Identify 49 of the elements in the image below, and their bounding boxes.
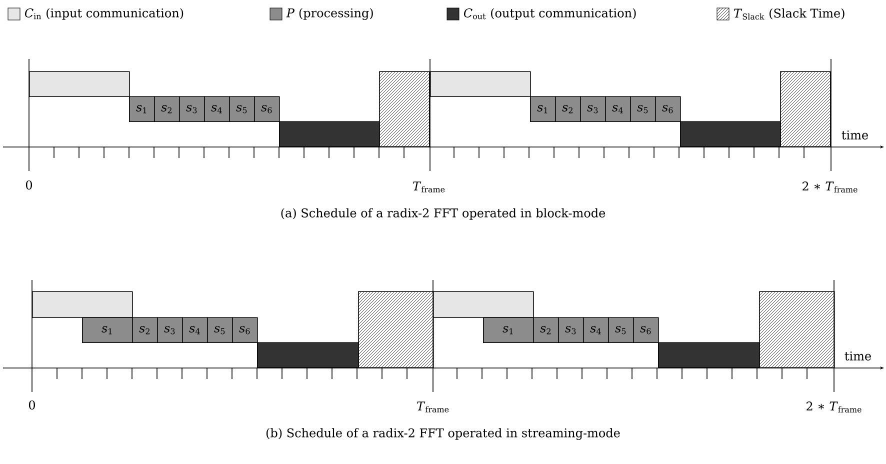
processing-stage-box: s$_{3}$ (580, 96, 606, 122)
processing-stage-box: s$_{4}$ (605, 96, 631, 122)
processing-stage-box: s$_{6}$ (655, 96, 681, 122)
processing-stage-box: s$_{1}$ (82, 317, 133, 343)
processing-stage-box: s$_{3}$ (157, 317, 183, 343)
caption: (b) Schedule of a radix-2 FFT operated in streaming-mode (266, 428, 620, 440)
processing-stage-box: s$_{6}$ (232, 317, 258, 343)
time-label: time (842, 130, 868, 140)
tick-label: 2 ∗ T$_{frame}$ (806, 402, 862, 412)
processing-stage-box: s$_{1}$ (530, 96, 556, 122)
processing-stage-box: s$_{6}$ (254, 96, 280, 122)
slack-block (358, 291, 434, 368)
input-block (430, 71, 531, 97)
output-block (680, 121, 781, 147)
slack-block (780, 71, 831, 147)
processing-stage-box: s$_{2}$ (555, 96, 581, 122)
input-block (433, 291, 534, 318)
legend-label: T$_{Slack}$ (Slack Time) (734, 8, 844, 20)
processing-stage-box: s$_{5}$ (630, 96, 656, 122)
output-block (257, 342, 359, 368)
processing-stage-box: s$_{4}$ (182, 317, 208, 343)
processing-stage-box: s$_{5}$ (608, 317, 634, 343)
caption: (a) Schedule of a radix-2 FFT operated in block-mode (281, 208, 606, 220)
processing-stage-box: s$_{2}$ (154, 96, 180, 122)
processing-stage-box: s$_{5}$ (229, 96, 255, 122)
input-block (29, 71, 130, 97)
processing-stage-box: s$_{1}$ (129, 96, 155, 122)
tick-label: 2 ∗ T$_{frame}$ (802, 182, 858, 192)
processing-stage-box: s$_{4}$ (583, 317, 609, 343)
output-block (658, 342, 760, 368)
tick-label: T$_{frame}$ (413, 182, 445, 192)
processing-stage-box: s$_{3}$ (179, 96, 205, 122)
legend-label: C$_{out}$ (output communication) (464, 8, 636, 20)
tick-label: 0 (28, 400, 36, 410)
legend-label: C$_{in}$ (input communication) (24, 8, 184, 20)
input-block (32, 291, 133, 318)
slack-block (759, 291, 835, 368)
legend-label: P (processing) (286, 8, 373, 20)
processing-stage-box: s$_{6}$ (633, 317, 659, 343)
processing-stage-box: s$_{2}$ (132, 317, 158, 343)
processing-stage-box: s$_{2}$ (533, 317, 559, 343)
processing-stage-box: s$_{5}$ (207, 317, 233, 343)
processing-stage-box: s$_{1}$ (483, 317, 534, 343)
processing-stage-box: s$_{4}$ (204, 96, 230, 122)
processing-stage-box: s$_{3}$ (558, 317, 584, 343)
slack-block (379, 71, 430, 147)
tick-label: T$_{frame}$ (417, 402, 449, 412)
output-block (279, 121, 380, 147)
tick-label: 0 (26, 180, 32, 190)
